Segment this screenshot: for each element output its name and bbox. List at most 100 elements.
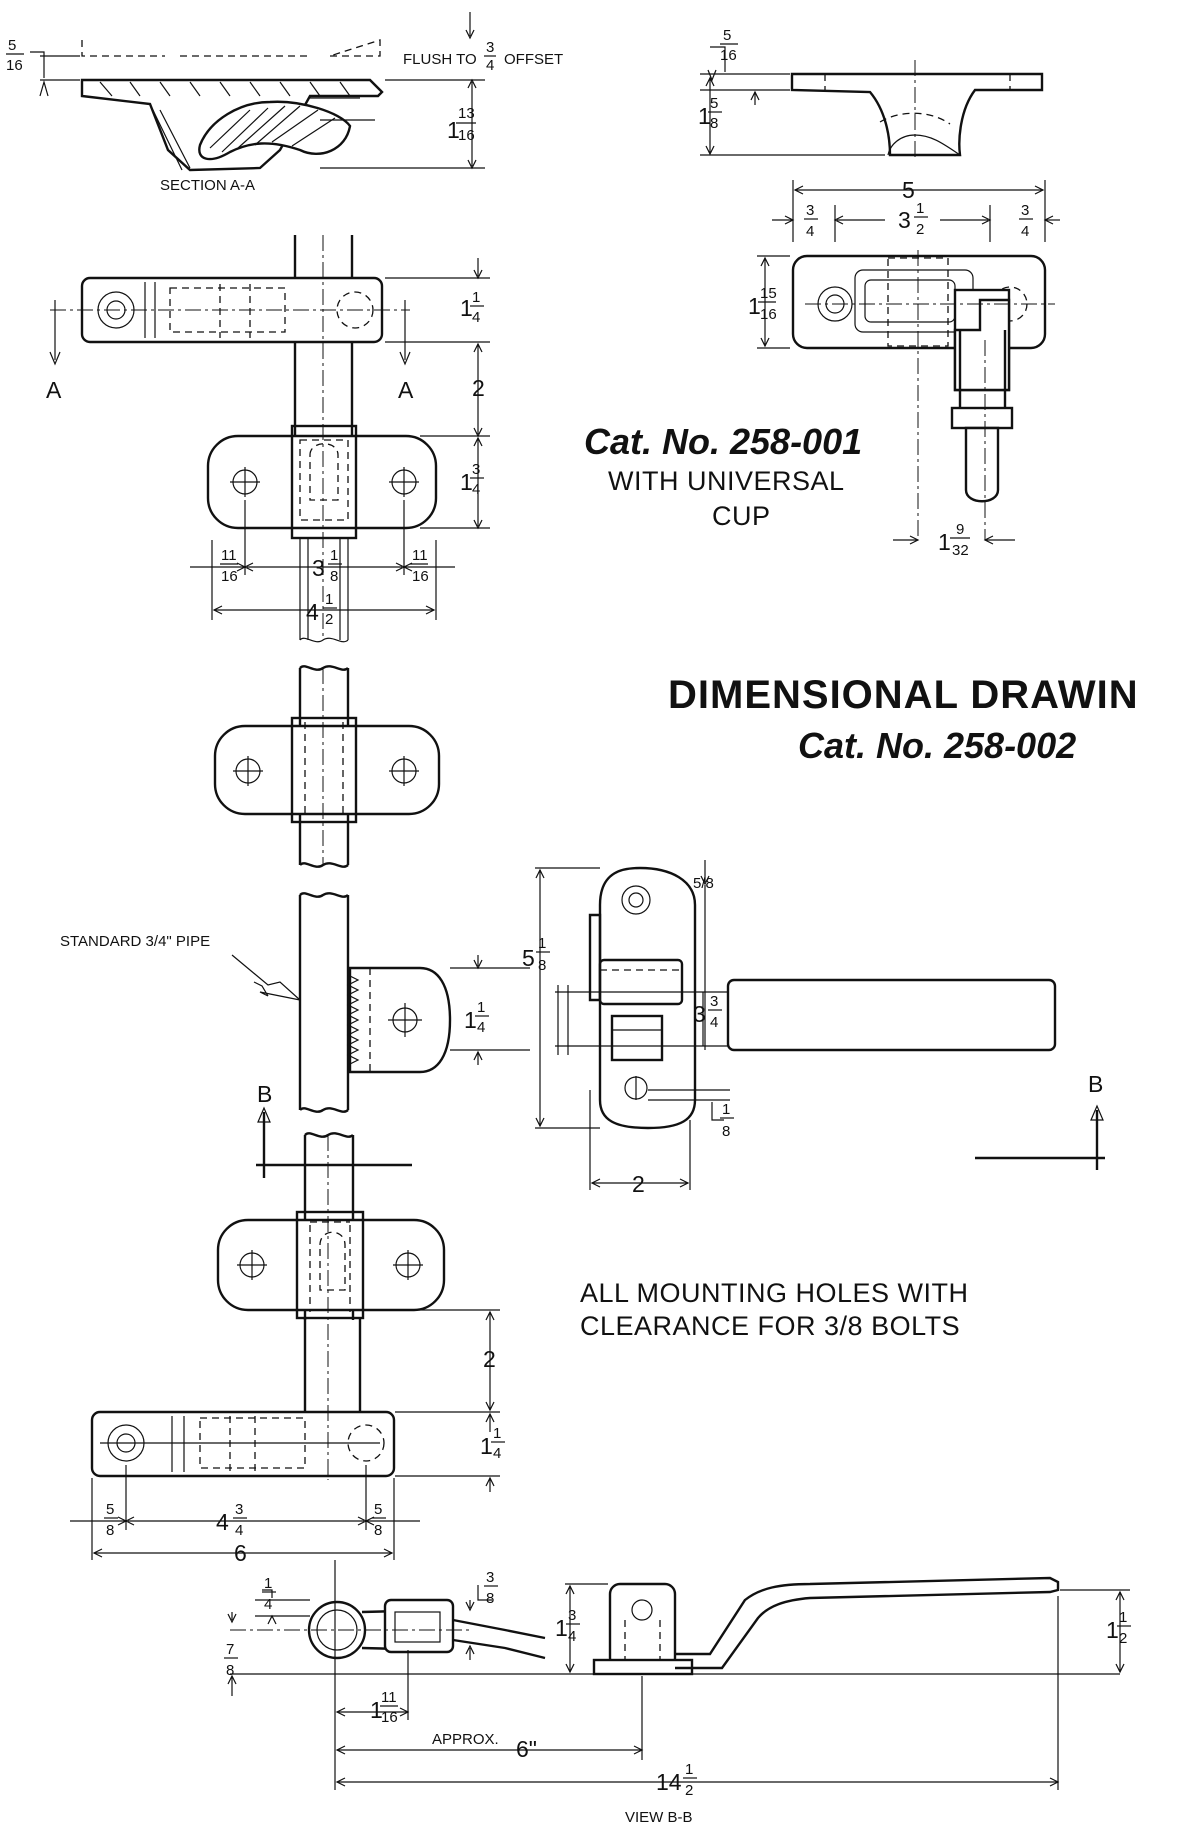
keeper-height-den: 8	[538, 957, 546, 974]
bottom-center-num: 3	[235, 1501, 243, 1518]
top-bracket	[49, 276, 411, 366]
handle-dims	[450, 955, 530, 1065]
bottom-left-den: 8	[106, 1522, 114, 1539]
guide-h-whole: 1	[460, 469, 473, 495]
guide-width-num: 1	[325, 591, 333, 608]
keeper-width: 2	[632, 1171, 645, 1197]
section-height-num: 13	[458, 105, 475, 122]
lower-guide	[216, 1132, 446, 1480]
guide-right-num: 11	[412, 547, 428, 564]
vb-overall-num: 1	[685, 1761, 693, 1778]
cup-offset-whole: 1	[938, 529, 951, 555]
handle-bracket-h-den: 4	[477, 1019, 485, 1036]
offset-num: 3	[486, 39, 494, 56]
guide-center-whole: 3	[312, 555, 325, 581]
view-b-b	[227, 1560, 1130, 1790]
bottom-right-den: 8	[374, 1522, 382, 1539]
vb-eleven-sixteenths-num: 11	[381, 1689, 397, 1706]
vb-seven-eighths-den: 8	[226, 1662, 234, 1679]
guide-right-den: 16	[412, 568, 429, 585]
keeper-mid-whole: 3	[693, 1001, 706, 1027]
vb-eleven-sixteenths-den: 16	[381, 1709, 398, 1726]
handle-bracket-h-num: 1	[477, 999, 485, 1016]
keeper-height-whole: 5	[522, 945, 535, 971]
vb-one-half-den: 2	[1119, 1630, 1127, 1647]
keeper-mid-num: 3	[710, 993, 718, 1010]
guide-left-num: 11	[221, 547, 237, 564]
upper-guide	[206, 424, 438, 643]
cat-001-desc-2: CUP	[712, 501, 771, 531]
vb-three-eighths-num: 3	[486, 1569, 494, 1586]
pipe-label: STANDARD 3/4" PIPE	[60, 933, 210, 950]
flush-to-label: FLUSH TO	[403, 51, 477, 68]
view-bb-label: VIEW B-B	[625, 1809, 693, 1826]
vb-one-three-quarter-num: 3	[568, 1607, 576, 1624]
cup-plate-h-whole: 1	[748, 293, 761, 319]
keeper-mid-den: 4	[710, 1014, 718, 1031]
offset-label: OFFSET	[504, 51, 563, 68]
section-b-markers	[256, 1104, 1105, 1178]
guide-width-whole: 4	[306, 599, 319, 625]
cup-center-num: 1	[916, 200, 924, 217]
upper-dims	[190, 258, 490, 620]
top-gap-den: 16	[6, 57, 23, 74]
top-spacing: 2	[472, 375, 485, 401]
cup-height-den: 8	[710, 115, 718, 132]
vb-seven-eighths-num: 7	[226, 1641, 234, 1658]
vb-one-three-quarter-den: 4	[568, 1628, 576, 1645]
cat-no-258-002: Cat. No. 258-002	[798, 725, 1076, 766]
approx-label: APPROX.	[432, 1731, 499, 1748]
cup-width: 5	[902, 177, 915, 203]
cup-plate-h-num: 15	[760, 285, 777, 302]
handle-bracket	[253, 892, 452, 1113]
bottom-center-den: 4	[235, 1522, 243, 1539]
cup-plan-view	[757, 180, 1060, 545]
cup-right-num: 3	[1021, 202, 1029, 219]
bottom-width: 6	[234, 1540, 247, 1566]
bottom-right-num: 5	[374, 1501, 382, 1518]
guide-width-den: 2	[325, 611, 333, 628]
keeper-small-den: 8	[722, 1123, 730, 1140]
vb-eleven-sixteenths-whole: 1	[370, 1697, 383, 1723]
cup-gap-den: 16	[720, 47, 737, 64]
mounting-note-1: ALL MOUNTING HOLES WITH	[580, 1278, 969, 1308]
cup-plate-h-den: 16	[760, 306, 777, 323]
cup-height-whole: 1	[698, 103, 711, 129]
vb-quarter-num: 1	[264, 1575, 272, 1592]
cup-center-whole: 3	[898, 207, 911, 233]
offset-den: 4	[486, 57, 494, 74]
top-gap-num: 5	[8, 37, 16, 54]
vb-one-three-quarter-whole: 1	[555, 1615, 568, 1641]
vb-overall-whole: 14	[656, 1769, 682, 1795]
cup-side-view	[700, 46, 1044, 160]
keeper-and-handle	[535, 860, 1057, 1190]
top-bracket-h-whole: 1	[460, 295, 473, 321]
guide-center-den: 8	[330, 568, 338, 585]
vb-overall-den: 2	[685, 1782, 693, 1799]
cat-no-258-001: Cat. No. 258-001	[584, 421, 862, 462]
section-b-right: B	[1088, 1071, 1103, 1097]
keeper-height-num: 1	[538, 935, 546, 952]
section-a-right: A	[398, 377, 414, 403]
pipe-upper	[293, 235, 354, 640]
cup-gap-num: 5	[723, 27, 731, 44]
guide-left-den: 16	[221, 568, 238, 585]
guide-center-num: 1	[330, 547, 338, 564]
drawing-title: DIMENSIONAL DRAWIN	[668, 673, 1139, 717]
bottom-spacing: 2	[483, 1346, 496, 1372]
bottom-bracket-h-whole: 1	[480, 1433, 493, 1459]
mounting-note-2: CLEARANCE FOR 3/8 BOLTS	[580, 1311, 960, 1341]
section-a-a-view	[30, 12, 485, 172]
bottom-bracket	[70, 1309, 500, 1560]
section-b-left: B	[257, 1081, 272, 1107]
vb-three-eighths-den: 8	[486, 1590, 494, 1607]
cup-offset-den: 32	[952, 542, 969, 559]
keeper-gap: 5/8	[693, 875, 714, 892]
vb-one-half-whole: 1	[1106, 1617, 1119, 1643]
cat-001-desc-1: WITH UNIVERSAL	[608, 466, 845, 496]
vb-quarter-den: 4	[264, 1596, 272, 1613]
section-height-den: 16	[458, 127, 475, 144]
cup-center-den: 2	[916, 221, 924, 238]
keeper-small-num: 1	[722, 1101, 730, 1118]
